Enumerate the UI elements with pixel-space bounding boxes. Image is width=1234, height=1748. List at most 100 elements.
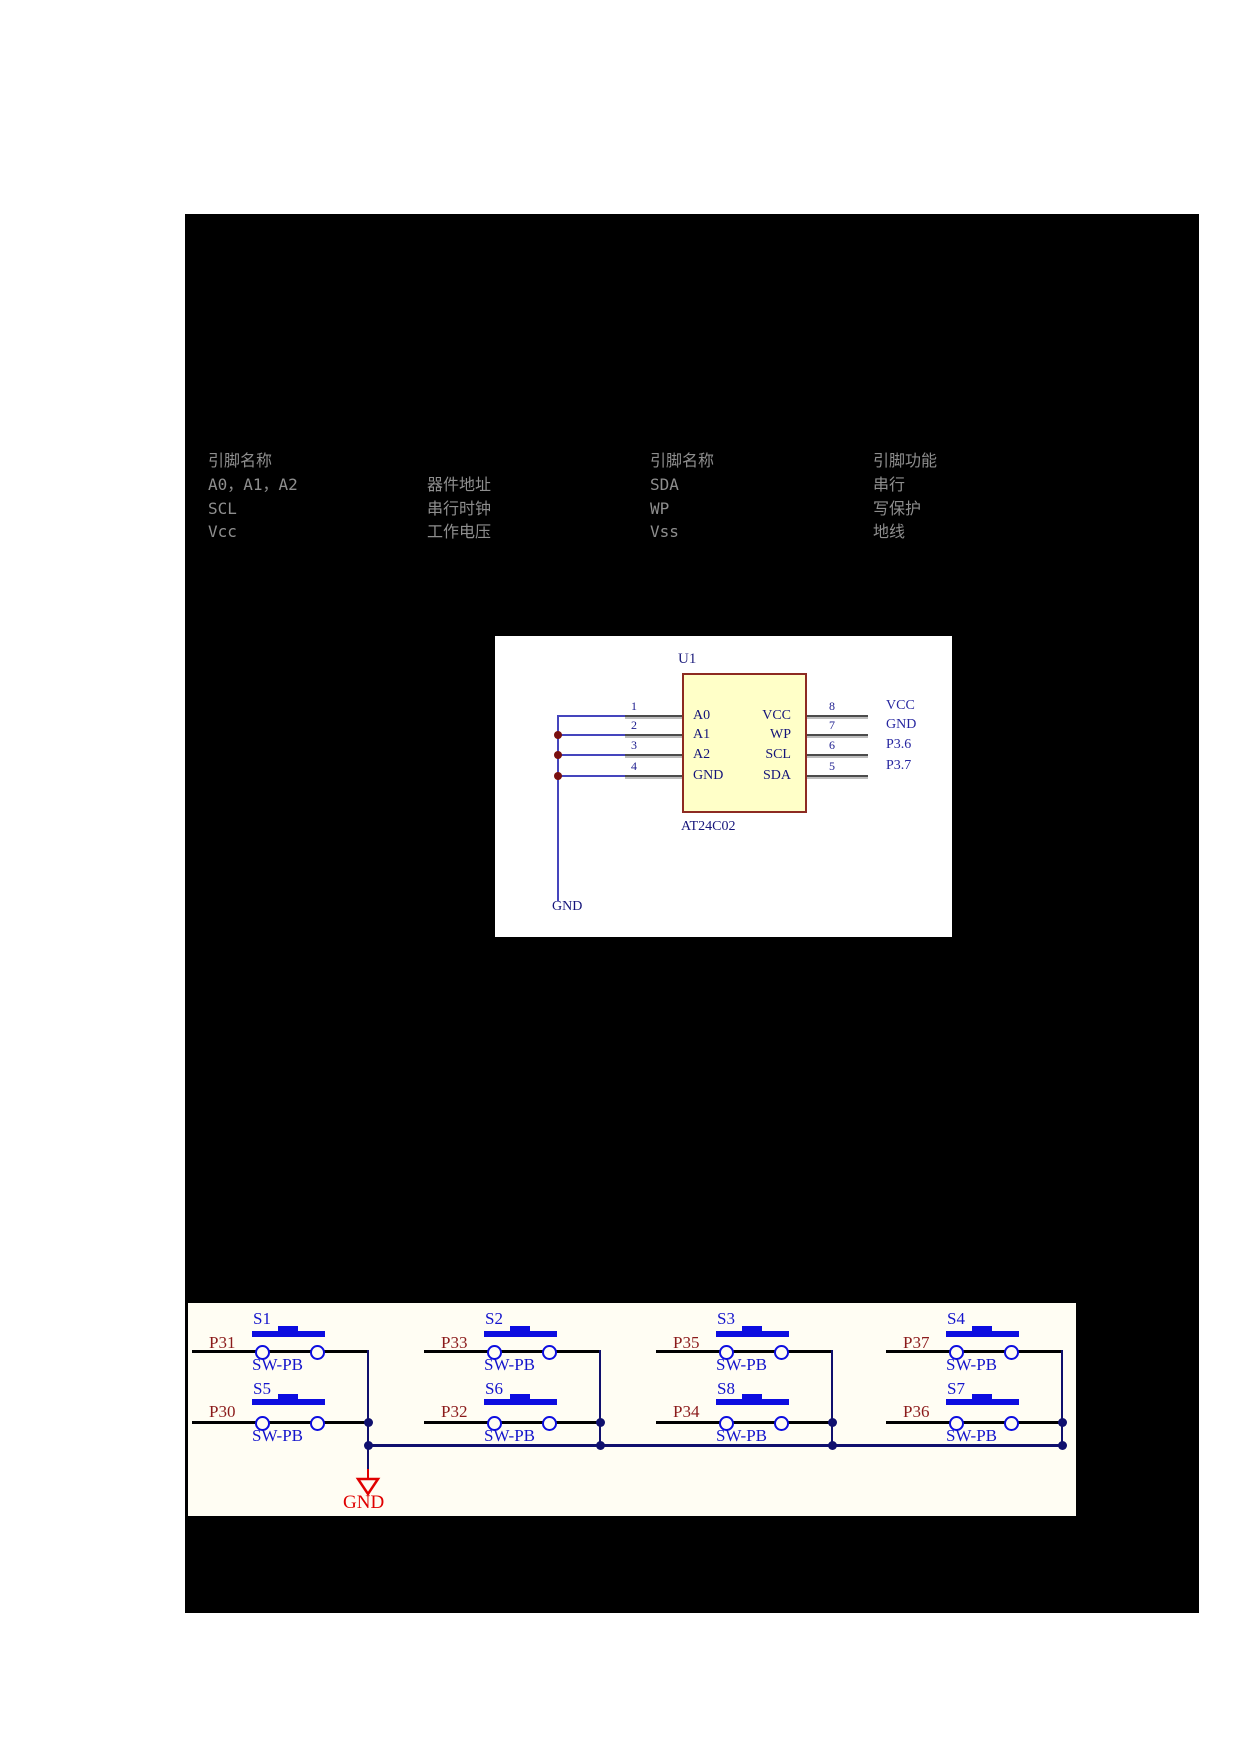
- pin-name: GND: [693, 768, 724, 783]
- table-header-cell: 引脚名称: [650, 451, 715, 470]
- switch-actuator-bar: [484, 1331, 557, 1337]
- junction-dot: [1058, 1418, 1067, 1427]
- net-label: P31: [209, 1333, 236, 1352]
- switch-terminal: [487, 1345, 502, 1360]
- wire: [424, 1421, 600, 1424]
- pin-number: 1: [631, 699, 637, 713]
- junction-dot: [828, 1418, 837, 1427]
- switch-actuator-bar: [716, 1399, 789, 1405]
- junction-dot: [554, 731, 562, 739]
- pin-name: VCC: [762, 708, 791, 723]
- pin-line: [807, 754, 868, 756]
- switch-actuator-bump: [742, 1394, 762, 1399]
- pin-line: [807, 715, 868, 717]
- switch-designator: S1: [253, 1309, 271, 1328]
- wire: [656, 1421, 832, 1424]
- ground-net-label: GND: [552, 899, 583, 914]
- pin-line: [625, 734, 682, 736]
- junction-dot: [554, 751, 562, 759]
- pin-number: 7: [829, 718, 835, 732]
- switch-terminal: [310, 1345, 325, 1360]
- net-label: GND: [886, 717, 917, 732]
- switch-part-label: SW-PB: [484, 1355, 536, 1374]
- table-header-cell: 引脚功能: [873, 451, 938, 470]
- pin-number: 2: [631, 718, 637, 732]
- net-label: P35: [673, 1333, 700, 1352]
- table-cell: 地线: [873, 522, 906, 541]
- switch-terminal: [255, 1416, 270, 1431]
- wire: [831, 1350, 833, 1447]
- net-label: P36: [903, 1402, 930, 1421]
- table-cell: A0，A1，A2: [208, 475, 298, 494]
- switch-designator: S8: [717, 1379, 735, 1398]
- net-label: P30: [209, 1402, 236, 1421]
- junction-dot: [596, 1418, 605, 1427]
- switch-terminal: [719, 1416, 734, 1431]
- switch-part-label: SW-PB: [716, 1355, 768, 1374]
- wire: [599, 1350, 601, 1447]
- table-cell: SCL: [208, 499, 237, 518]
- wire: [886, 1350, 1062, 1353]
- switch-terminal: [487, 1416, 502, 1431]
- table-cell: WP: [650, 499, 670, 518]
- table-cell: 串行时钟: [427, 499, 492, 518]
- pin-line: [807, 775, 868, 777]
- pin-name: A2: [693, 747, 711, 762]
- wire: [558, 775, 626, 777]
- switch-part-label: SW-PB: [252, 1426, 304, 1445]
- wire: [656, 1350, 832, 1353]
- pin-line: [625, 775, 682, 777]
- wire: [1061, 1350, 1063, 1447]
- pin-line: [807, 734, 868, 736]
- switch-part-label: SW-PB: [946, 1355, 998, 1374]
- switch-actuator-bar: [946, 1331, 1019, 1337]
- wire: [367, 1444, 369, 1471]
- wire: [424, 1350, 600, 1353]
- switch-terminal: [1004, 1345, 1019, 1360]
- wire: [558, 715, 626, 717]
- pin-number: 4: [631, 759, 637, 773]
- wire: [558, 754, 626, 756]
- switch-terminal: [719, 1345, 734, 1360]
- switch-actuator-bump: [972, 1326, 992, 1331]
- switch-terminal: [542, 1345, 557, 1360]
- switch-part-label: SW-PB: [716, 1426, 768, 1445]
- net-label: P37: [903, 1333, 930, 1352]
- switch-actuator-bump: [742, 1326, 762, 1331]
- switch-actuator-bar: [484, 1399, 557, 1405]
- keypad-schematic: S1 P31 SW-PB S5 P30 SW-PB S2 P33 SW-PB S…: [188, 1303, 1076, 1516]
- net-label: P34: [673, 1402, 700, 1421]
- switch-terminal: [949, 1416, 964, 1431]
- ground-symbol-icon: [355, 1477, 381, 1496]
- wire: [192, 1421, 368, 1424]
- switch-actuator-bar: [716, 1331, 789, 1337]
- wire: [367, 1350, 369, 1447]
- switch-actuator-bump: [510, 1326, 530, 1331]
- ground-net-label: GND: [343, 1492, 385, 1513]
- wire: [886, 1421, 1062, 1424]
- wire: [558, 734, 626, 736]
- switch-actuator-bump: [278, 1326, 298, 1331]
- table-cell: 串行: [873, 475, 906, 494]
- pin-number: 8: [829, 699, 835, 713]
- switch-actuator-bump: [510, 1394, 530, 1399]
- switch-designator: S3: [717, 1309, 735, 1328]
- switch-actuator-bar: [252, 1331, 325, 1337]
- net-label: P33: [441, 1333, 468, 1352]
- net-label: P3.6: [886, 737, 912, 752]
- pin-number: 3: [631, 738, 637, 752]
- pin-name: WP: [770, 727, 791, 742]
- switch-designator: S5: [253, 1379, 271, 1398]
- at24c02-chip-body: [682, 673, 807, 813]
- table-cell: Vss: [650, 522, 679, 541]
- pin-name: SCL: [765, 747, 791, 762]
- net-label: VCC: [886, 698, 915, 713]
- ground-bus-wire: [368, 1444, 1064, 1447]
- part-number-label: AT24C02: [681, 819, 736, 834]
- ground-stub: [367, 1469, 369, 1479]
- pin-name: A1: [693, 727, 711, 742]
- switch-designator: S6: [485, 1379, 503, 1398]
- switch-terminal: [774, 1416, 789, 1431]
- wire: [192, 1350, 368, 1353]
